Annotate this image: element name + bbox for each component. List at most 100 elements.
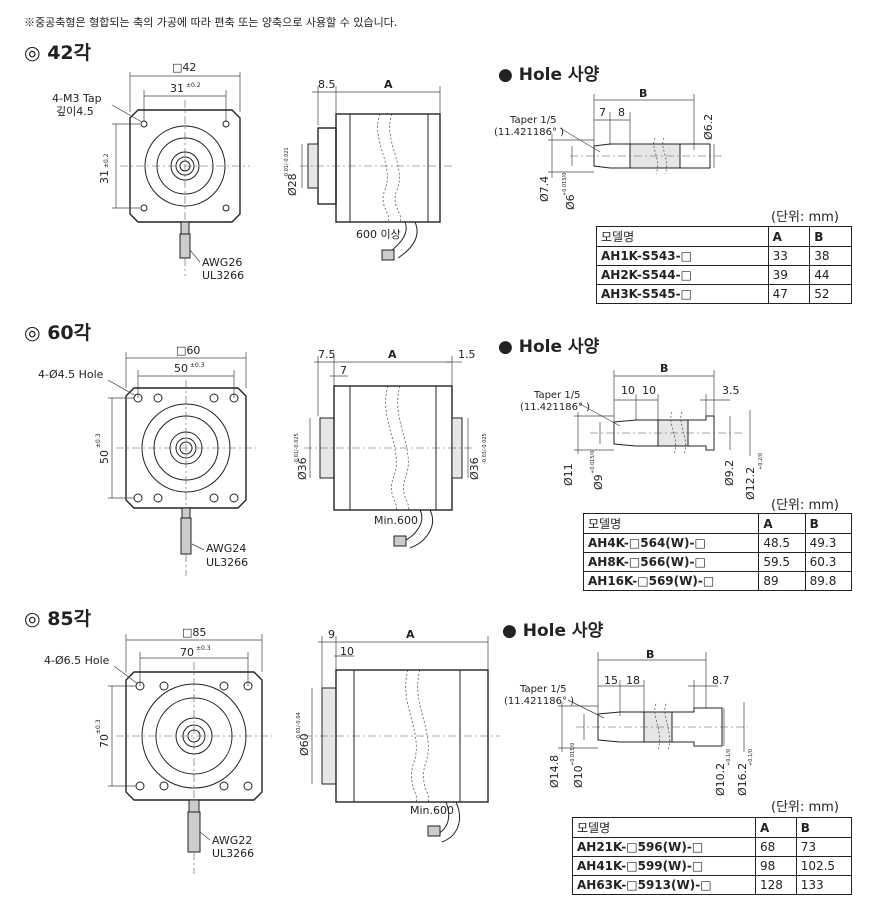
table-42-r0-model: AH1K-S543-□	[596, 246, 769, 266]
hole-42-d74: Ø7.4	[538, 176, 551, 202]
dim-side-85-a: A	[406, 628, 415, 641]
hole-42-d6: Ø6	[564, 194, 577, 210]
hole-42-b: B	[639, 87, 647, 100]
dim-side-42-dia-tol: -0.01/-0.021	[284, 147, 290, 178]
hole-60-taper: Taper 1/5	[533, 390, 580, 401]
dim-pitch-v-42: 31	[98, 170, 111, 184]
hole-42-d62: Ø6.2	[702, 114, 715, 140]
dim-pitch-85: 70	[180, 646, 194, 659]
side-view-42: 8.5 A Ø28 -0.01/-0.021 600 이상	[284, 78, 455, 261]
table-60-header-a: A	[758, 513, 806, 534]
dim-side-85-d1: 9	[328, 628, 335, 641]
dim-pitch-v-tol-60: ±0.3	[95, 433, 102, 448]
dim-side-60-d2: 7	[340, 364, 347, 377]
unit-label-60: (단위: mm)	[771, 498, 839, 513]
spec-table-42: 모델명 A B AH1K-S543-□ 33 38 AH2K-S544-□ 39…	[596, 226, 852, 304]
dim-pitch-42: 31	[170, 82, 184, 95]
hole-spec-title-60: ● Hole 사양	[498, 337, 600, 357]
label-holes-42: 4-M3 Tap	[52, 92, 102, 105]
label-wire2-85: UL3266	[212, 847, 254, 860]
hole-85-d162: Ø16.2	[736, 763, 749, 796]
dim-side-42-dia: Ø28	[286, 173, 299, 196]
drawing-85: □85 70 ±0.3 70 ±0.3 4-Ø6.5 Hole AWG22 UL…	[44, 626, 754, 874]
drawing-60: □60 50 ±0.3 50 ±0.3 4-Ø4.5 Hole AWG24 UL…	[38, 344, 764, 576]
label-holes-85: 4-Ø6.5 Hole	[44, 654, 110, 667]
table-85-r2-a: 128	[755, 875, 797, 895]
hole-spec-60: B 10 10 3.5 Taper 1/5 (11.421186° ) Ø11 …	[520, 362, 764, 500]
table-42-header-b: B	[809, 226, 852, 247]
hole-60-d122-tol: +0.2/0	[758, 453, 764, 470]
table-row: AH2K-S544-□ 39 44	[596, 265, 852, 285]
table-85-r0-a: 68	[755, 837, 797, 857]
hollow-shaft-note: ※중공축형은 형합되는 축의 가공에 따라 편축 또는 양축으로 사용할 수 있…	[24, 16, 398, 29]
label-holes-60: 4-Ø4.5 Hole	[38, 368, 104, 381]
label-lead-60: Min.600	[374, 514, 418, 527]
hole-85-d10-tol: +0.015/0	[570, 743, 576, 766]
dim-side-60-dia-tol: -0.01/-0.025	[294, 433, 300, 464]
hole-spec-85: B 15 18 8.7 Taper 1/5 (11.421186° ) Ø14.…	[504, 648, 754, 796]
dim-pitch-tol-60: ±0.3	[190, 362, 205, 369]
table-60-r1-model: AH8K-□566(W)-□	[582, 552, 760, 572]
dim-pitch-tol-42: ±0.2	[186, 82, 201, 89]
table-42-r2-b: 52	[809, 284, 852, 304]
dim-side-60-a: A	[388, 348, 397, 361]
table-row: AH3K-S545-□ 47 52	[596, 284, 852, 304]
hole-85-d148: Ø14.8	[548, 755, 561, 788]
table-row: AH63K-□5913(W)-□ 128 133	[571, 875, 853, 895]
section-42-title: ◎ 42각	[24, 42, 92, 64]
table-85-r2-model: AH63K-□5913(W)-□	[571, 875, 757, 895]
hole-42-taper: Taper 1/5	[509, 115, 556, 126]
label-lead-42: 600 이상	[356, 228, 401, 241]
table-42-r1-a: 39	[767, 265, 811, 285]
table-row: AH4K-□564(W)-□ 48.5 49.3	[582, 533, 853, 553]
label-wire2-42: UL3266	[202, 269, 244, 282]
dim-side-85-dia-tol: -0.01/-0.04	[296, 712, 302, 740]
hole-42-d7: 7	[599, 106, 606, 119]
table-42-r2-model: AH3K-S545-□	[596, 284, 769, 304]
section-60-title: ◎ 60각	[24, 322, 92, 344]
drawing-42: □42 31 ±0.2 31 ±0.2 4-M3 Tap 깊이4.5 AWG26…	[52, 61, 725, 282]
front-view-42: □42 31 ±0.2 31 ±0.2 4-M3 Tap 깊이4.5 AWG26…	[52, 61, 250, 282]
table-60-r0-b: 49.3	[804, 533, 853, 553]
label-lead-85: Min.600	[410, 804, 454, 817]
dim-pitch-60: 50	[174, 362, 188, 375]
table-60-r0-model: AH4K-□564(W)-□	[582, 533, 760, 553]
hole-85-d87: 8.7	[712, 674, 730, 687]
table-42-r0-b: 38	[809, 246, 852, 266]
dim-side-60-d1: 7.5	[318, 348, 336, 361]
hole-60-b: B	[660, 362, 668, 375]
table-85-header-model: 모델명	[571, 817, 757, 838]
front-view-60: □60 50 ±0.3 50 ±0.3 4-Ø4.5 Hole AWG24 UL…	[38, 344, 256, 576]
table-42-header-a: A	[767, 226, 811, 247]
unit-label-42: (단위: mm)	[771, 210, 839, 225]
table-row: AH41K-□599(W)-□ 98 102.5	[571, 856, 853, 876]
hole-42-d6-tol: +0.015/0	[562, 173, 568, 196]
table-60-r2-b: 89.8	[804, 571, 853, 591]
table-60-r1-b: 60.3	[804, 552, 853, 572]
hole-60-d35: 3.5	[722, 384, 740, 397]
table-42-r0-a: 33	[767, 246, 811, 266]
table-60-r2-a: 89	[758, 571, 806, 591]
label-wire2-60: UL3266	[206, 556, 248, 569]
dim-side-85-d2: 10	[340, 645, 354, 658]
spec-table-85: 모델명 A B AH21K-□596(W)-□ 68 73 AH41K-□599…	[571, 817, 853, 895]
table-42-r1-model: AH2K-S544-□	[596, 265, 769, 285]
table-85-r1-a: 98	[755, 856, 797, 876]
hole-60-d9: Ø9	[592, 474, 605, 490]
table-85-header-b: B	[795, 817, 853, 838]
hole-85-d102-tol: +0.1/0	[726, 749, 732, 766]
spec-table-60: 모델명 A B AH4K-□564(W)-□ 48.5 49.3 AH8K-□5…	[582, 513, 853, 591]
dim-square-85: □85	[182, 626, 206, 639]
hole-85-d15: 15	[604, 674, 618, 687]
dim-square-60: □60	[176, 344, 200, 357]
table-85-r0-model: AH21K-□596(W)-□	[571, 837, 757, 857]
dim-side-60-dia: Ø36	[296, 457, 309, 480]
hole-spec-title-85: ● Hole 사양	[502, 621, 604, 641]
table-row: AH21K-□596(W)-□ 68 73	[571, 837, 853, 857]
hole-85-d18: 18	[626, 674, 640, 687]
dim-side-42-a: A	[384, 78, 393, 91]
hole-42-taper-deg: (11.421186° )	[494, 127, 564, 138]
table-85-r1-b: 102.5	[795, 856, 853, 876]
hole-60-taper-deg: (11.421186° )	[520, 402, 590, 413]
dim-pitch-v-tol-42: ±0.2	[103, 153, 110, 168]
